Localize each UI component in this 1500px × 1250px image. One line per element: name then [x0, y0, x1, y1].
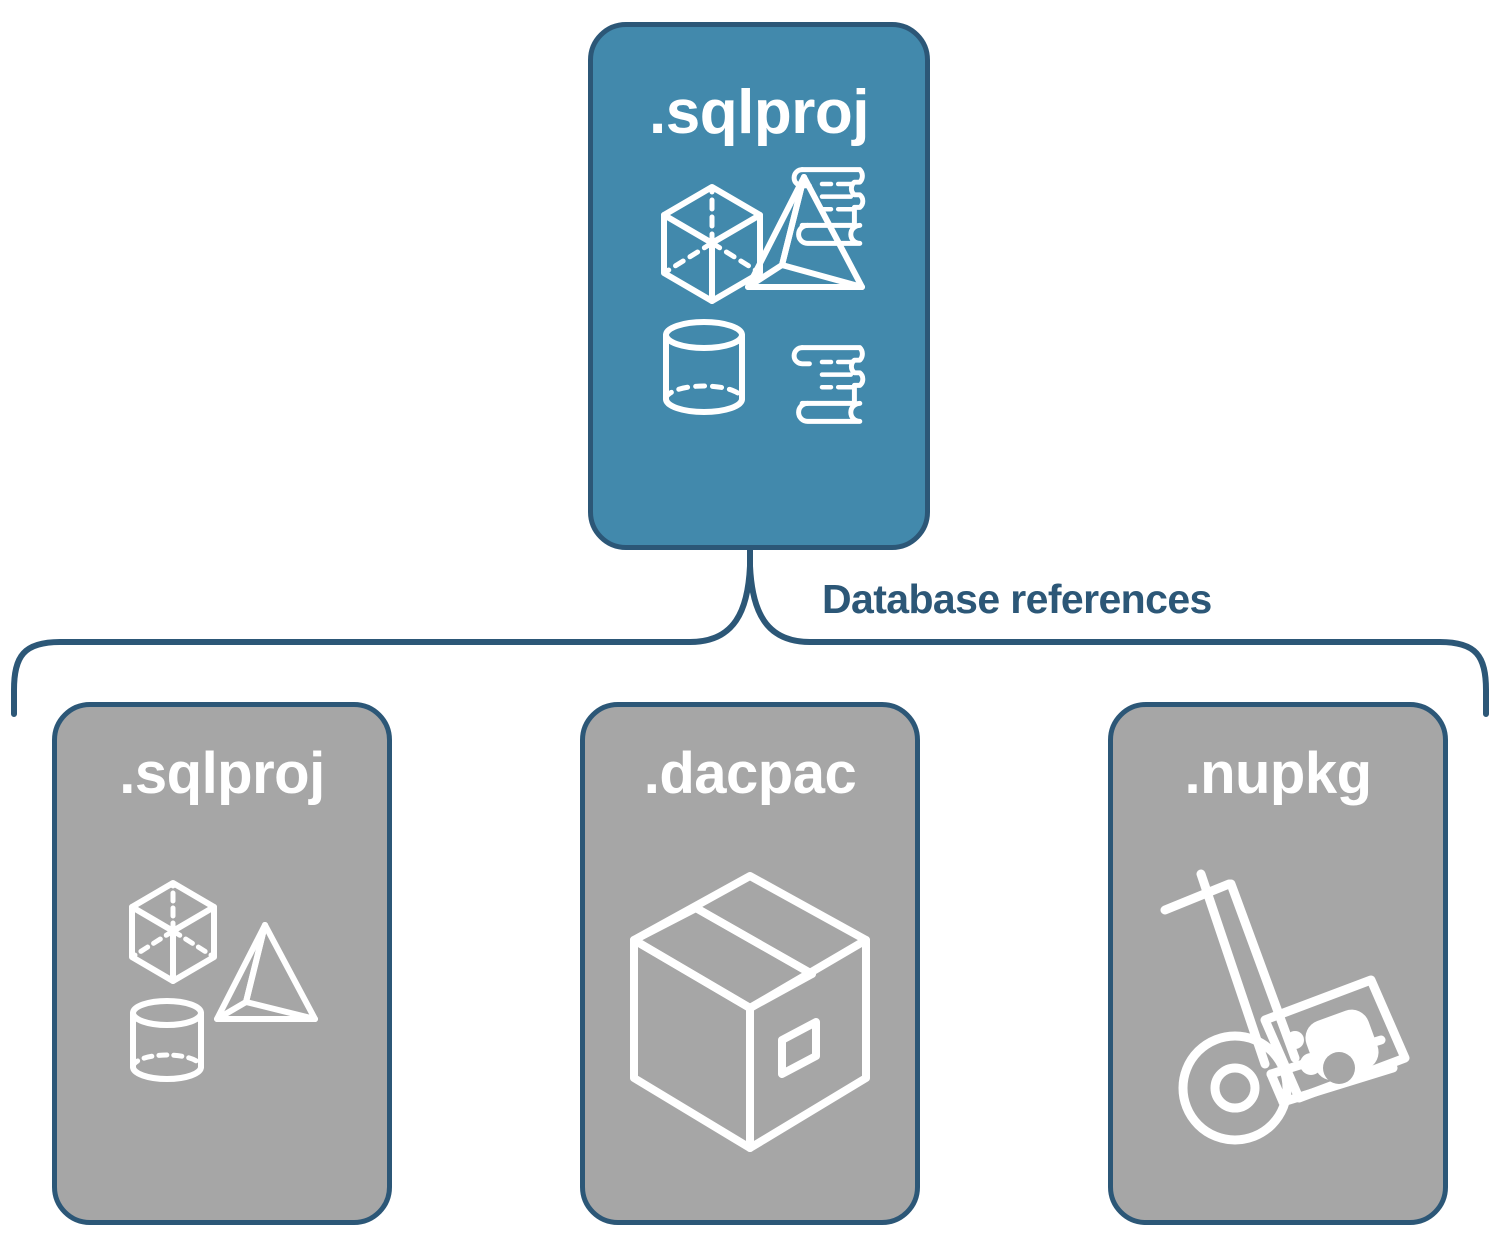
pyramid-icon [214, 922, 318, 1022]
shapes-and-scrolls-group [661, 167, 866, 424]
bracket-label-database-references: Database references [816, 577, 1218, 622]
hand-truck-icon [1160, 869, 1410, 1145]
scroll-icon [791, 167, 866, 246]
node-title-sqlproj-target: .sqlproj [119, 741, 325, 806]
cylinder-icon [130, 998, 204, 1082]
pyramid-icon [745, 174, 865, 290]
cube-icon [661, 184, 763, 304]
sqlproj-target-artwork [57, 847, 387, 1107]
node-title-nupkg: .nupkg [1184, 741, 1372, 806]
node-card-nupkg[interactable]: .nupkg [1108, 702, 1448, 1225]
node-title-dacpac: .dacpac [643, 741, 857, 806]
dacpac-artwork [585, 827, 915, 1197]
cylinder-icon [663, 319, 745, 415]
nupkg-artwork [1113, 837, 1443, 1187]
node-card-sqlproj-source[interactable]: .sqlproj [588, 22, 930, 550]
nuget-package-icon [1260, 975, 1410, 1103]
source-card-artwork [593, 157, 925, 437]
cube-icon [129, 880, 217, 984]
node-card-sqlproj-target[interactable]: .sqlproj [52, 702, 392, 1225]
node-title-sqlproj-source: .sqlproj [649, 78, 869, 147]
node-card-dacpac[interactable]: .dacpac [580, 702, 920, 1225]
package-box-icon [630, 872, 870, 1152]
shapes-group [129, 880, 318, 1082]
scroll-icon [791, 345, 866, 424]
bracket-left-arm [11, 563, 753, 717]
